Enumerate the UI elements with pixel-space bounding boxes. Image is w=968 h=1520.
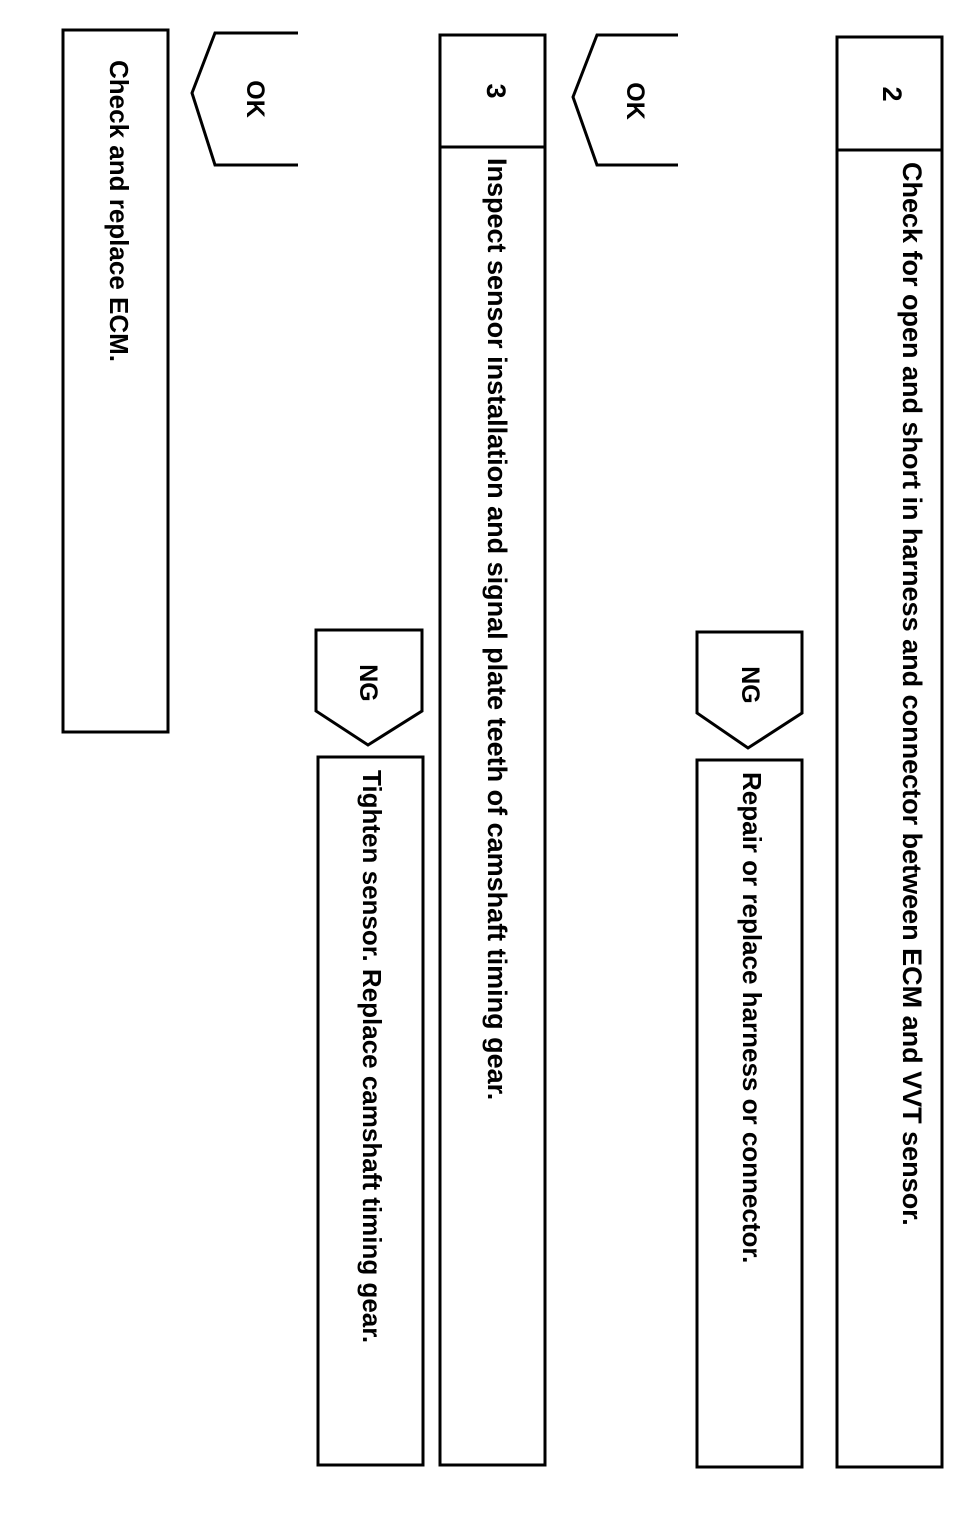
step-2-text: Check for open and short in harness and … xyxy=(897,162,927,1226)
ok-flag-1-shape xyxy=(571,33,678,167)
ng-flag-2-label: NG xyxy=(354,664,382,702)
step-2-number: 2 xyxy=(877,86,907,102)
ng-result-box-1 xyxy=(695,758,804,1469)
ng-result-box-2 xyxy=(316,755,425,1467)
ng-flag-1-shape xyxy=(695,630,804,750)
step-3-box xyxy=(438,33,547,1467)
final-action-text: Check and replace ECM. xyxy=(104,60,134,362)
ok-flag-1-label: OK xyxy=(621,82,649,120)
ok-flag-2-label: OK xyxy=(241,80,269,118)
step-2-box xyxy=(835,35,944,1469)
final-action-box xyxy=(61,28,170,734)
ng-result-1-text: Repair or replace harness or connector. xyxy=(737,772,767,1264)
ng-flag-1-label: NG xyxy=(736,666,764,704)
step-3-number: 3 xyxy=(481,83,511,99)
ng-flag-2-shape xyxy=(314,628,424,747)
ok-flag-2-shape xyxy=(190,31,298,167)
ng-result-2-text: Tighten sensor. Replace camshaft timing … xyxy=(357,770,387,1344)
step-3-text: Inspect sensor installation and signal p… xyxy=(482,158,512,1101)
